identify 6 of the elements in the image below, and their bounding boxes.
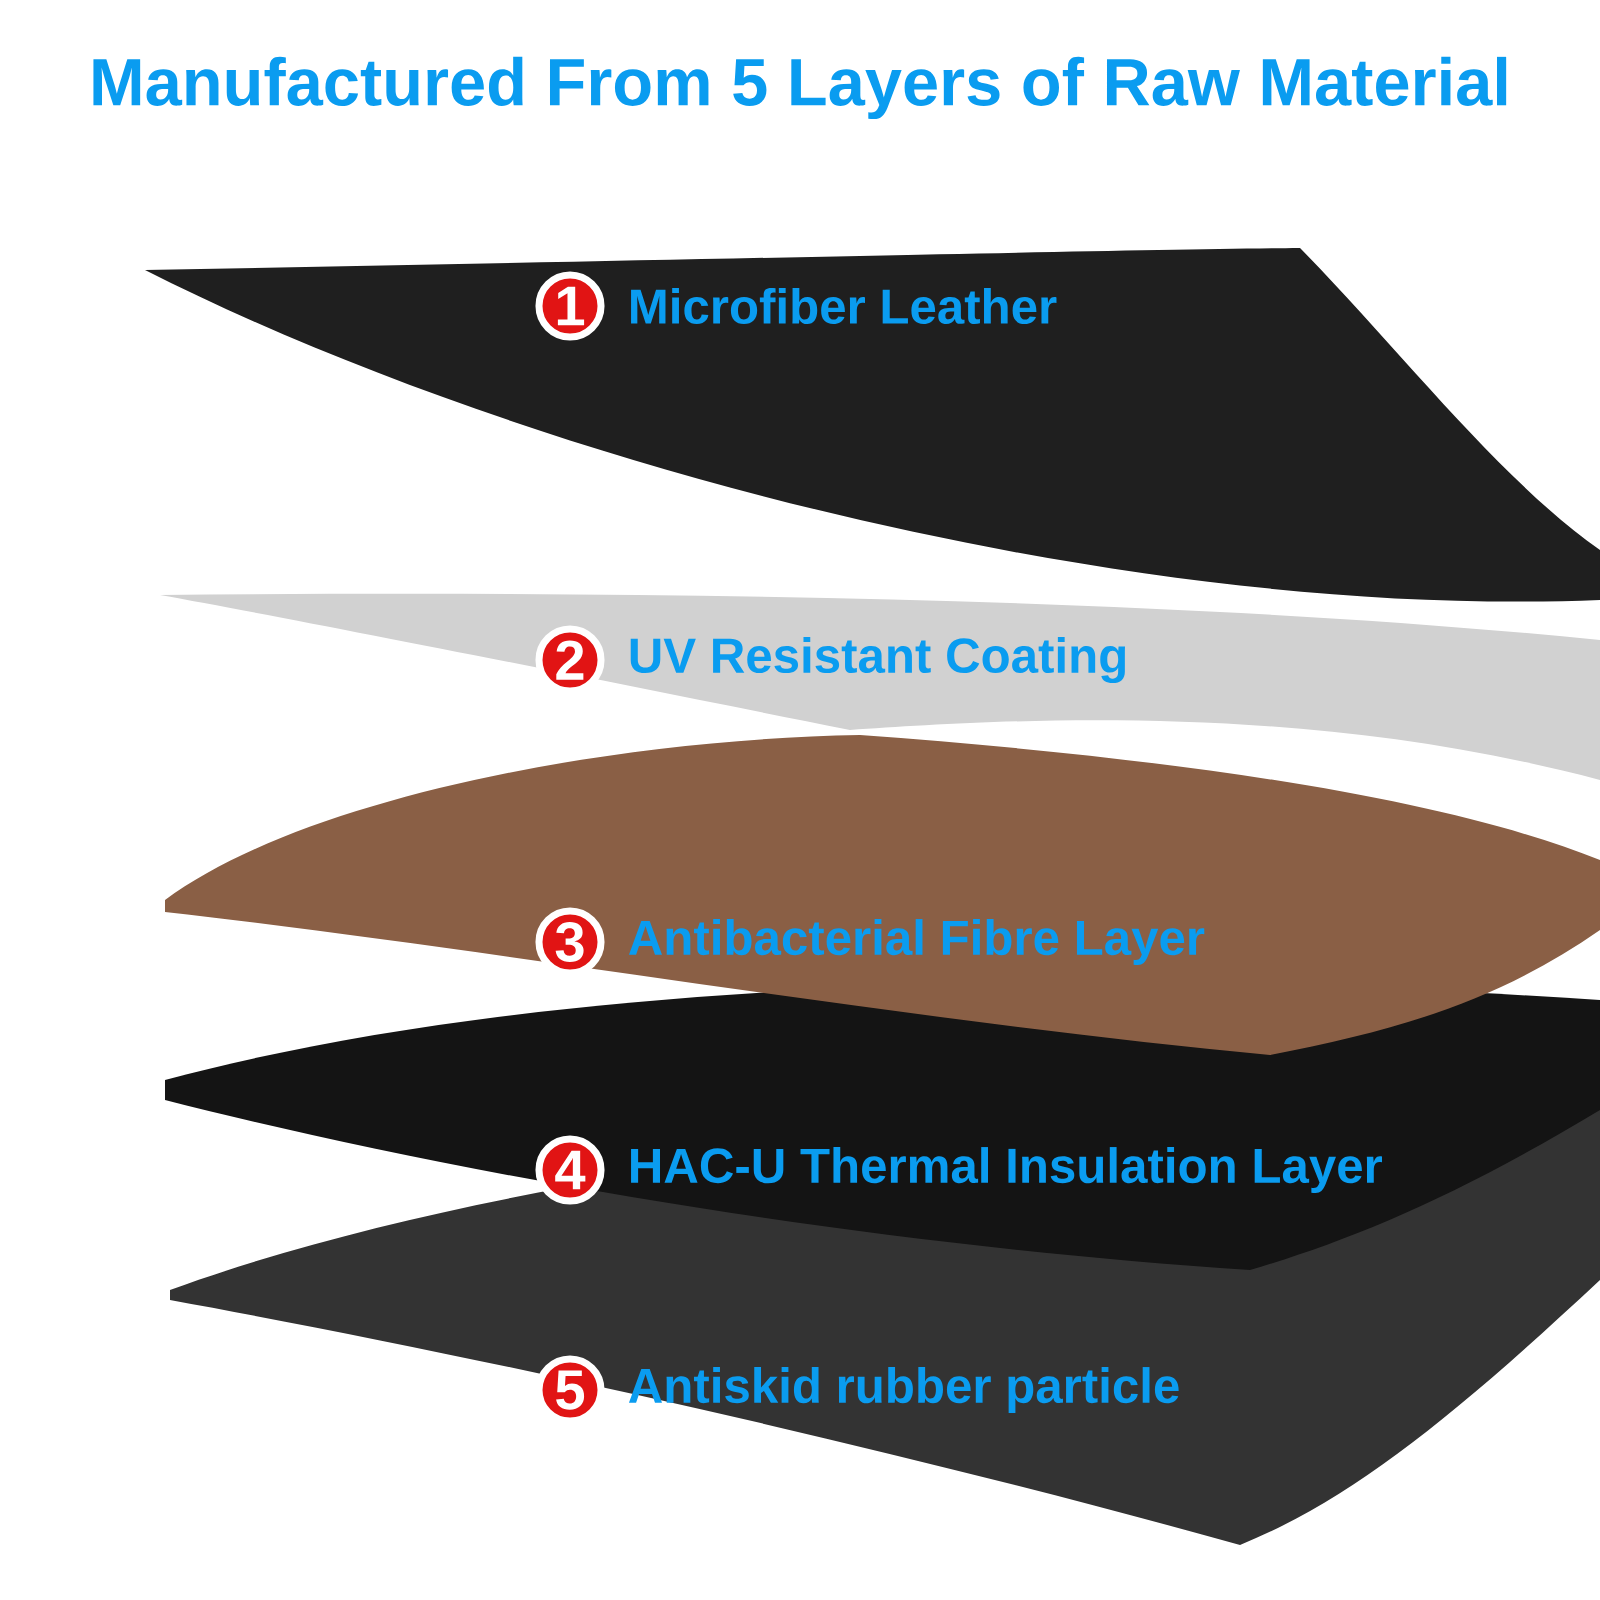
title: Manufactured From 5 Layers of Raw Material xyxy=(93,56,1507,120)
layer-label: HAC-U Thermal Insulation Layer xyxy=(631,1147,1382,1193)
layer-label: Microfiber Leather xyxy=(631,287,1057,325)
layer-label: UV Resistant Coating xyxy=(630,636,1125,684)
layer-label: Antibacterial Fibre Layer xyxy=(628,919,1205,965)
layer-label: Antiskid rubber particle xyxy=(628,1367,1179,1413)
